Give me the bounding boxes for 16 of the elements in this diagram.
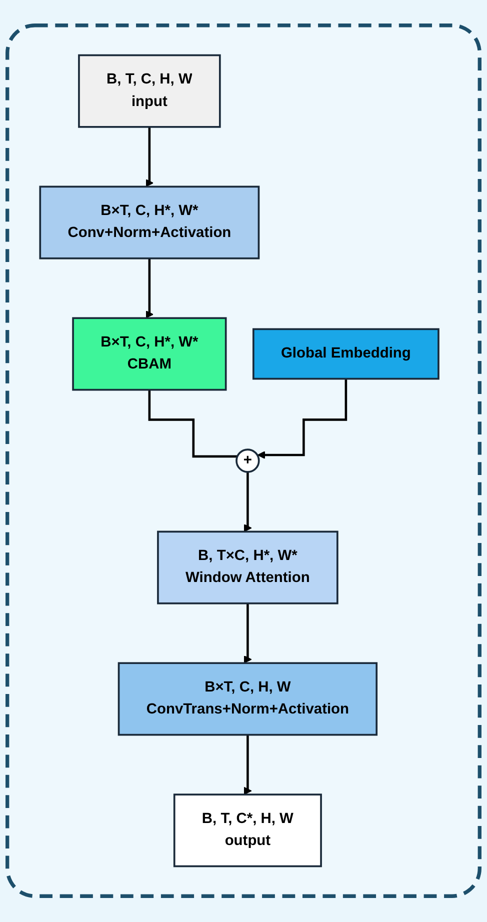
node-box: B×T, C, H, W ConvTrans+Norm+Activation <box>118 662 378 736</box>
node-box: B×T, C, H*, W* CBAM <box>72 317 227 391</box>
arrow <box>145 126 154 188</box>
node-box: Global Embedding <box>252 328 440 380</box>
node-box: B, T, C, H, W input <box>78 54 221 128</box>
arrow <box>257 378 348 460</box>
arrow <box>145 257 154 319</box>
arrow <box>244 471 252 532</box>
arrow <box>244 734 252 796</box>
node-box: B, T, C*, H, W output <box>173 794 322 868</box>
node-circle: + <box>236 448 260 474</box>
node-box: B, T×C, H*, W* Window Attention <box>157 531 338 605</box>
arrow <box>244 602 252 664</box>
connector <box>148 388 238 458</box>
cluster <box>6 24 482 898</box>
node-box: B×T, C, H*, W* Conv+Norm+Activation <box>39 186 260 260</box>
